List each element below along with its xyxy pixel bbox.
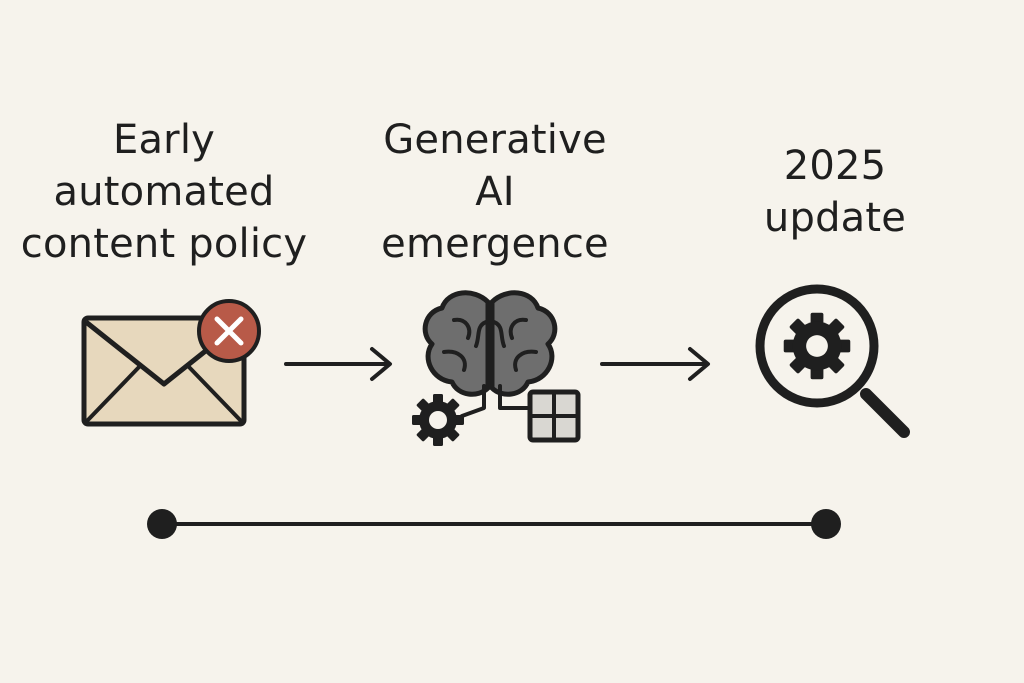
brain-icon	[422, 290, 558, 397]
stage-label-generative-ai: Generative AI emergence	[350, 114, 640, 270]
stage-label-line: 2025	[783, 143, 887, 189]
stage-label-line: AI	[475, 169, 515, 215]
stage-label-early-policy: Early automated content policy	[14, 114, 314, 270]
connector-line	[460, 384, 486, 418]
magnifier-handle	[860, 388, 910, 438]
grid-icon	[527, 389, 581, 443]
stage-label-line: content policy	[20, 221, 308, 267]
timeline-bar	[147, 509, 841, 539]
timeline-start-dot	[147, 509, 177, 539]
stage-label-2025-update: 2025 update	[720, 140, 950, 244]
stage-label-line: automated	[53, 169, 275, 215]
rejected-envelope-icon	[81, 299, 261, 427]
timeline-end-dot	[811, 509, 841, 539]
arrow-right-icon	[600, 347, 710, 381]
stage-label-line: Early	[112, 117, 215, 163]
arrow-right-icon	[284, 347, 392, 381]
brain-with-gear-and-grid-icon	[412, 290, 581, 446]
envelope-fold-left	[84, 364, 142, 424]
connector-line	[498, 384, 532, 410]
gear-icon	[783, 312, 851, 380]
stage-label-line: emergence	[381, 221, 609, 267]
stage-label-line: update	[763, 195, 907, 241]
reject-x-icon	[197, 299, 261, 363]
envelope-fold-right	[186, 364, 244, 424]
magnifier-with-gear-icon	[755, 284, 910, 438]
gear-icon	[412, 394, 464, 446]
stage-label-line: Generative	[383, 117, 607, 163]
